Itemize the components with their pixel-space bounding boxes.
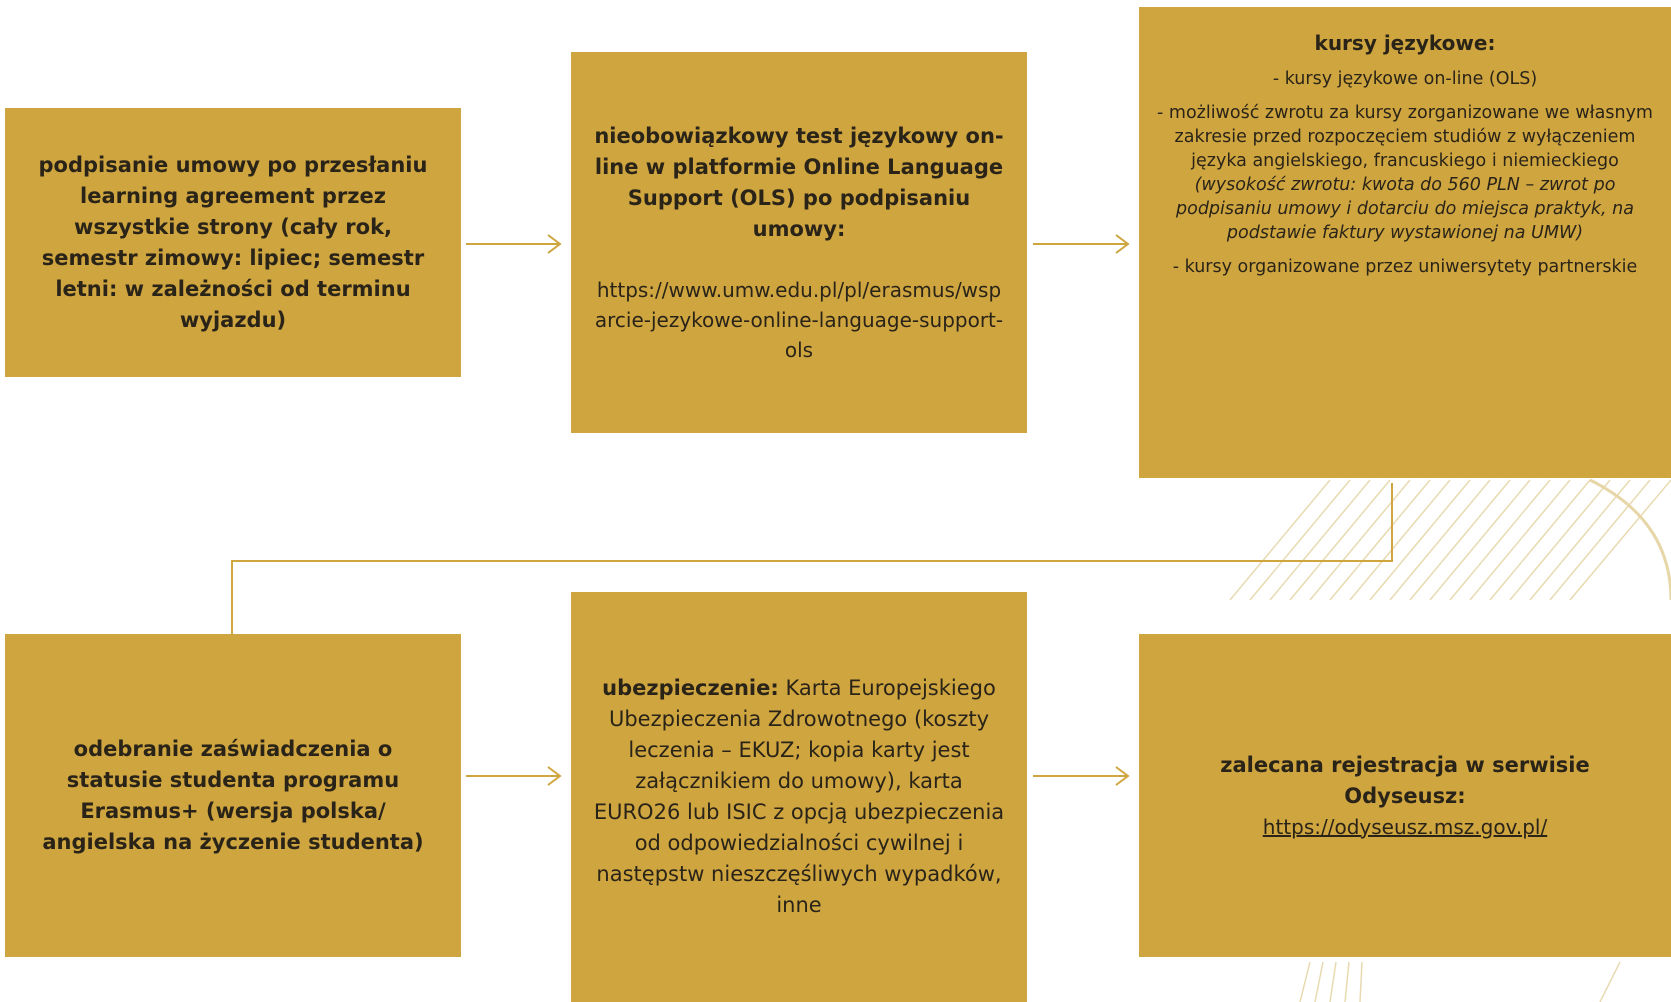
step-sign-agreement-box: podpisanie umowy po przesłaniu learning … (5, 108, 461, 377)
step-odyseusz-registration-box: zalecana rejestracja w serwisie Odyseusz… (1139, 634, 1671, 957)
step-language-test-url: https://www.umw.edu.pl/pl/erasmus/wsparc… (594, 277, 1004, 362)
step-insurance-text: ubezpieczenie: Karta Europejskiego Ubezp… (591, 673, 1007, 921)
step-language-courses-title: kursy językowe: (1314, 31, 1496, 55)
arrow-box5-to-box6 (1033, 766, 1130, 786)
arrow-box4-to-box5 (466, 766, 562, 786)
arrow-box1-to-box2 (466, 234, 562, 254)
step-language-courses-box: kursy językowe: - kursy językowe on-line… (1139, 7, 1671, 478)
course-item-refund: - możliwość zwrotu za kursy zorganizowan… (1149, 101, 1661, 245)
course-item-refund-text: - możliwość zwrotu za kursy zorganizowan… (1157, 103, 1653, 171)
step-insurance-lead: ubezpieczenie: (602, 676, 779, 700)
step-language-test-box: nieobowiązkowy test językowy on-line w p… (571, 52, 1027, 433)
step-student-certificate-text: odebranie zaświadczenia o statusie stude… (42, 736, 424, 854)
course-item-ols: - kursy językowe on-line (OLS) (1272, 69, 1538, 89)
arrow-box2-to-box3 (1033, 234, 1130, 254)
step-insurance-body: Karta Europejskiego Ubezpieczenia Zdrowo… (593, 676, 1005, 917)
step-insurance-box: ubezpieczenie: Karta Europejskiego Ubezp… (571, 592, 1027, 1002)
course-item-partner-universities: - kursy organizowane przez uniwersytety … (1172, 257, 1638, 277)
step-odyseusz-title: zalecana rejestracja w serwisie Odyseusz… (1220, 752, 1590, 808)
odyseusz-link[interactable]: https://odyseusz.msz.gov.pl/ (1262, 814, 1548, 839)
step-language-test-title: nieobowiązkowy test językowy on-line w p… (594, 123, 1004, 241)
step-student-certificate-box: odebranie zaświadczenia o statusie stude… (5, 634, 461, 957)
step-sign-agreement-text: podpisanie umowy po przesłaniu learning … (38, 152, 428, 332)
course-item-refund-note: (wysokość zwrotu: kwota do 560 PLN – zwr… (1176, 175, 1634, 243)
